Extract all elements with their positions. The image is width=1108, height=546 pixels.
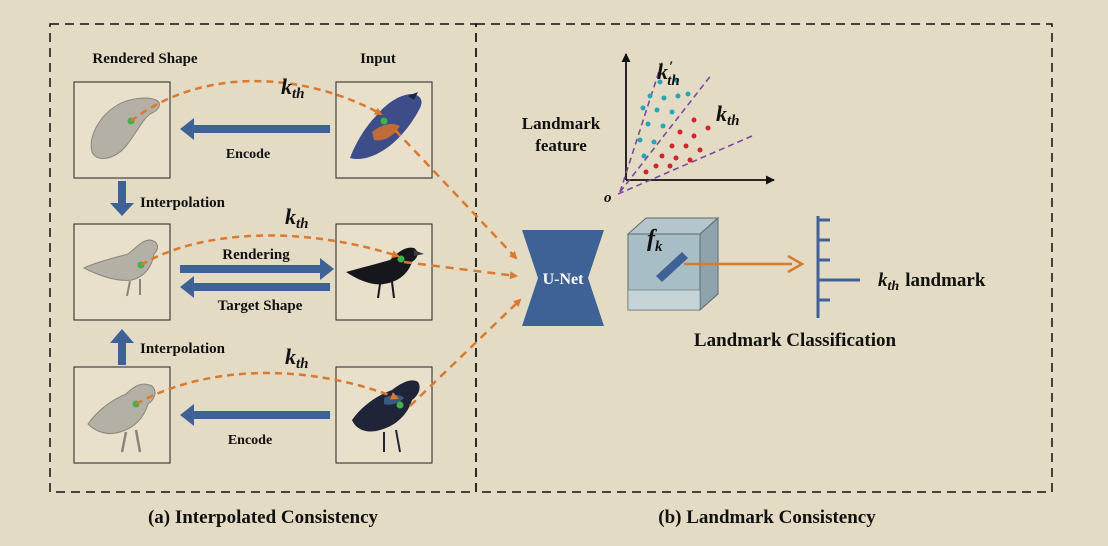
feature-vector-bar [656,252,688,282]
input-to-unet-arrow-bottom [409,298,522,407]
origin-label: o [604,190,612,206]
landmark-feature-line1: Landmark [522,114,601,133]
panel-b-frame [475,23,1053,493]
correspondence-arrow-bottom [135,371,399,406]
rendering-label: Rendering [222,247,290,263]
interpolation-label-bottom: Interpolation [140,341,226,357]
encode-arrow-bottom [180,404,330,426]
input-to-unet-arrow-top [394,129,518,260]
blue-bird-input [350,92,422,160]
kth-prime-cluster [637,77,691,159]
correspondence-arrow-mid [140,234,400,267]
interpolation-arrow-top [110,181,134,216]
classifier-comb [816,216,860,318]
kth-label-mid: kth [285,204,309,232]
input-label: Input [360,51,396,67]
kth-cluster [643,117,711,175]
target-shape-label: Target Shape [218,298,303,314]
target-shape-arrow [180,276,330,298]
dark-bird-input [352,380,420,453]
kth-feature-label: kth [716,101,740,129]
fk-label: fk [647,226,663,255]
landmark-feature-line2: feature [535,136,587,155]
kth-label-bottom: kth [285,344,309,372]
kth-label-top: kth [281,74,305,102]
interpolation-label-top: Interpolation [140,195,226,211]
gray-bird-bottom [87,383,156,453]
unet-block [522,230,604,326]
sector-boundaries [617,61,753,195]
caption-a: (a) Interpolated Consistency [148,507,379,528]
rendering-arrow [180,258,334,280]
kth-prime-label: k′th [657,59,680,89]
encode-label-top: Encode [226,147,270,162]
feature-cube [626,216,720,312]
caption-b: (b) Landmark Consistency [658,507,876,528]
landmark-classification-label: Landmark Classification [694,330,897,351]
input-to-unet-arrow-mid [403,260,518,280]
unet-label: U-Net [543,271,585,288]
correspondence-arrow-top [130,79,383,122]
encode-label-bottom: Encode [228,433,272,448]
rendered-shape-label: Rendered Shape [92,51,197,67]
encode-arrow-top [180,118,330,140]
interpolation-arrow-bottom [110,329,134,365]
